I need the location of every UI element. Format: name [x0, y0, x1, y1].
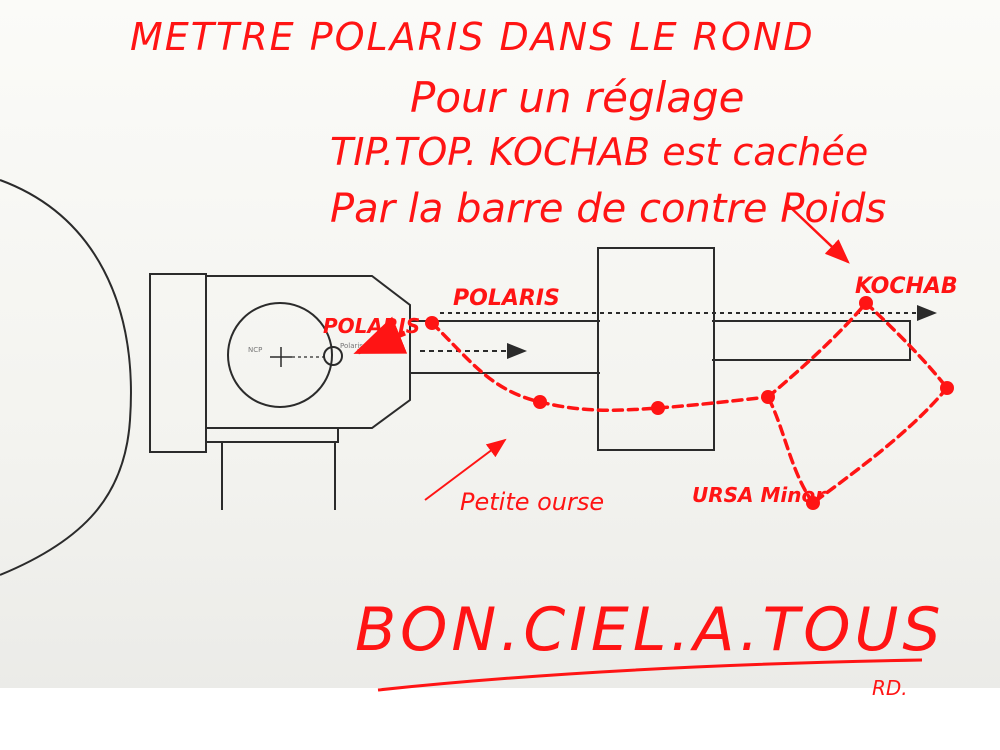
reticle-small-circle [323, 346, 343, 366]
counterweight [597, 247, 715, 451]
polar-scope-body [205, 275, 411, 429]
label-polaris-star: POLARIS [453, 286, 560, 311]
star-polaris [425, 316, 439, 330]
note-line-3: TIP.TOP. KOCHAB est cachée [330, 130, 868, 174]
reticle-small-label-1: NCP [248, 346, 262, 354]
scan-edge [0, 688, 1000, 750]
polaris-target-arrow [353, 316, 408, 355]
star-pherkad [940, 381, 954, 395]
mount-drawing [0, 179, 937, 576]
label-ursa-minor: URSA Minor [692, 483, 826, 507]
note-line-4: Par la barre de contre Poids [330, 186, 886, 232]
ursa-minor-bowl-left [766, 395, 815, 505]
ursa-minor-stars [425, 296, 954, 510]
ursa-minor-bowl-top [766, 301, 868, 399]
ursa-minor-handle [430, 321, 770, 413]
reticle-small-label-2: Polaris [340, 342, 363, 350]
star-zeta-umi [761, 390, 775, 404]
label-petite-ourse: Petite ourse [460, 488, 604, 516]
kochab-pointer-arrow [787, 204, 850, 264]
ursa-minor-bowl-right [864, 301, 949, 390]
tripod-head-arc [0, 179, 132, 576]
signoff-underline [377, 658, 923, 692]
mount-housing-back [149, 273, 207, 453]
star-kochab [859, 296, 873, 310]
note-line-2: Pour un réglage [410, 73, 745, 122]
note-line-1: METTRE POLARIS DANS LE ROND [130, 15, 815, 59]
star-eta-umi [806, 496, 820, 510]
label-polaris-reticle: POLARIS [323, 314, 420, 338]
counterweight-shaft [712, 320, 911, 361]
star-yildun [533, 395, 547, 409]
ursa-minor-bowl-bottom [811, 386, 949, 505]
signoff-initials: RD. [872, 676, 908, 700]
signoff-text: BON.CIEL.A.TOUS [355, 595, 944, 665]
star-epsilon-umi [651, 401, 665, 415]
reticle-large-circle [227, 302, 333, 408]
ursa-minor-constellation [430, 301, 949, 505]
petite-ourse-arrow [424, 438, 507, 501]
label-kochab: KOCHAB [855, 274, 958, 299]
mount-bracket [205, 427, 339, 443]
